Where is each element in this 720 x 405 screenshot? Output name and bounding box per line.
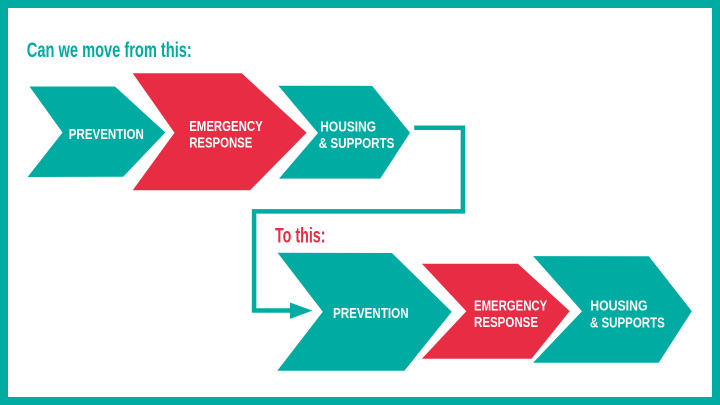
svg-text:RESPONSE: RESPONSE bbox=[474, 315, 538, 331]
svg-text:HOUSING: HOUSING bbox=[590, 299, 647, 315]
svg-text:HOUSING: HOUSING bbox=[320, 119, 376, 135]
svg-text:PREVENTION: PREVENTION bbox=[333, 306, 409, 322]
svg-text:& SUPPORTS: & SUPPORTS bbox=[590, 316, 665, 332]
svg-text:Can we move from this:: Can we move from this: bbox=[27, 37, 192, 62]
svg-text:PREVENTION: PREVENTION bbox=[69, 127, 144, 143]
svg-text:To this:: To this: bbox=[275, 225, 326, 248]
svg-text:EMERGENCY: EMERGENCY bbox=[189, 119, 263, 135]
svg-text:& SUPPORTS: & SUPPORTS bbox=[319, 136, 395, 152]
svg-text:RESPONSE: RESPONSE bbox=[189, 136, 252, 152]
svg-text:EMERGENCY: EMERGENCY bbox=[474, 299, 548, 315]
